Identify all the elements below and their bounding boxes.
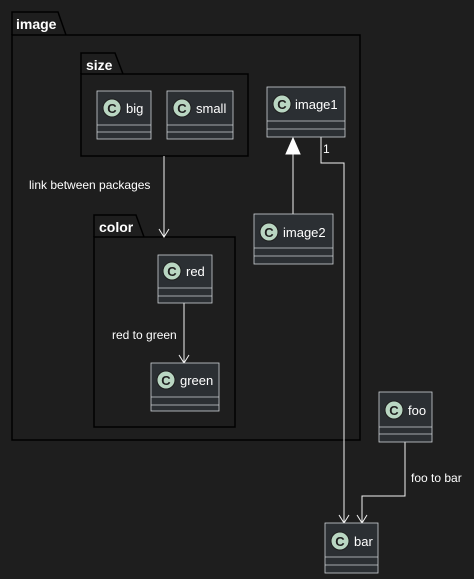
relation-image1-to-bar-multiplicity: 1 <box>323 142 330 156</box>
class-stereotype-icon <box>102 98 122 118</box>
class-red[interactable]: C red <box>157 254 213 304</box>
class-stereotype-icon <box>330 531 350 551</box>
class-stereotype-icon <box>384 400 404 420</box>
package-image-title: image <box>16 16 57 32</box>
class-bar[interactable]: C bar <box>324 522 379 574</box>
package-image-body <box>11 34 361 441</box>
class-stereotype-letter: C <box>167 264 177 279</box>
class-stereotype-letter: C <box>277 97 287 112</box>
class-stereotype-letter: C <box>389 403 399 418</box>
class-stereotype-icon <box>172 98 192 118</box>
class-stereotype-letter: C <box>107 101 117 116</box>
package-image-tab <box>11 11 67 36</box>
relation-size-to-color-label: link between packages <box>29 178 150 192</box>
class-image2[interactable]: C image2 <box>253 213 334 265</box>
package-image: image <box>11 11 361 441</box>
class-image1-name: image1 <box>295 97 338 112</box>
class-bar-name: bar <box>354 534 373 549</box>
class-stereotype-letter: C <box>177 101 187 116</box>
class-image2-name: image2 <box>283 225 326 240</box>
package-color-title: color <box>99 219 134 235</box>
class-green-box <box>150 362 220 412</box>
class-stereotype-icon <box>272 94 292 114</box>
class-stereotype-letter: C <box>264 225 274 240</box>
class-green-name: green <box>180 373 213 388</box>
package-size-title: size <box>86 57 113 73</box>
relation-foo-to-bar <box>356 442 406 524</box>
class-big-name: big <box>126 101 143 116</box>
class-big[interactable]: C big <box>96 90 152 140</box>
relation-foo-to-bar-label: foo to bar <box>411 471 462 485</box>
class-green[interactable]: C green <box>150 362 220 412</box>
class-stereotype-letter: C <box>335 534 345 549</box>
package-size-tab <box>80 52 124 75</box>
class-stereotype-letter: C <box>161 373 171 388</box>
class-image1[interactable]: C image1 <box>266 86 346 138</box>
class-red-name: red <box>186 264 205 279</box>
relation-red-to-green-label: red to green <box>112 328 177 342</box>
class-foo[interactable]: C foo <box>378 391 433 443</box>
class-stereotype-icon <box>259 222 279 242</box>
class-stereotype-icon <box>162 261 182 281</box>
relation-image1-to-bar <box>320 137 350 524</box>
class-stereotype-icon <box>156 370 176 390</box>
class-small[interactable]: C small <box>166 90 234 140</box>
class-foo-name: foo <box>408 403 426 418</box>
inheritance-arrowhead <box>285 136 301 155</box>
class-small-name: small <box>196 101 226 116</box>
package-color-tab <box>93 214 145 238</box>
